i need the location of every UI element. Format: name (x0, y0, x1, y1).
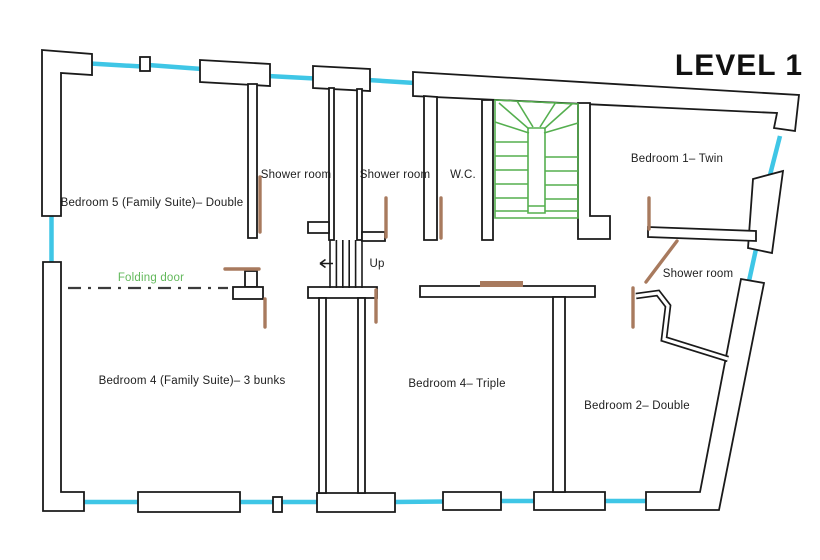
wall-stair-corridor-upper-right (356, 88, 363, 241)
up-arrow-icon (319, 258, 333, 269)
wall-bottom-segment-1 (137, 491, 241, 513)
page-title: LEVEL 1 (674, 49, 804, 82)
up-label: Up (369, 258, 385, 270)
wall-top-segment-1 (199, 59, 271, 87)
wall-stairwell-right (577, 102, 611, 240)
wall-bottom-footing-center (316, 492, 396, 513)
window-top-4 (367, 77, 416, 86)
folding-door-label: Folding door (117, 272, 185, 284)
wall-bottom-segment-2 (442, 491, 502, 511)
room-label-shower2: Shower room (359, 169, 431, 181)
door-lines (223, 175, 679, 329)
stair-treads-right (545, 156, 578, 212)
wall-top-segment-2 (312, 65, 371, 92)
wall-shower3-zigzag-inner (635, 291, 729, 361)
black-staircase (319, 240, 363, 288)
room-label-bedroom4-triple: Bedroom 4– Triple (408, 378, 506, 390)
wall-bottom-footing-right (533, 491, 606, 511)
wall-mullion-top (139, 56, 151, 72)
room-label-bedroom2: Bedroom 2– Double (584, 400, 690, 412)
wall-top-long (412, 71, 800, 133)
room-label-shower3: Shower room (662, 268, 734, 280)
window-bottom-4 (392, 499, 446, 505)
room-label-wc: W.C. (450, 169, 476, 181)
wall-stair-landing (307, 286, 378, 299)
wall-shower3-zigzag-outer (635, 289, 729, 363)
wall-mullion-bottom (272, 496, 283, 513)
wall-left-lower (42, 261, 85, 512)
room-label-bedroom1: Bedroom 1– Twin (630, 153, 724, 165)
room-label-bedroom5: Bedroom 5 (Family Suite)– Double (60, 197, 244, 209)
wall-corridor-lower-left (318, 297, 327, 494)
wall-stairwell-left (481, 99, 494, 241)
wall-bedroom2-divider (552, 296, 566, 493)
stair-outline (494, 99, 579, 219)
room-label-bedroom4-family: Bedroom 4 (Family Suite)– 3 bunks (98, 375, 286, 387)
wall-bedroom4-triple-top (419, 285, 596, 298)
window-top-2 (147, 62, 203, 72)
green-staircase (494, 99, 579, 219)
room-label-shower1: Shower room (260, 169, 332, 181)
stair-spine (527, 127, 546, 214)
window-top-1 (89, 61, 143, 69)
window-top-3 (267, 73, 316, 81)
wall-stair-corridor-upper-left (328, 87, 335, 241)
wall-stub-left (307, 221, 330, 234)
window-right-1 (767, 135, 783, 176)
wall-bedroom5-divider (247, 83, 258, 239)
wall-pedestal-base (232, 286, 264, 300)
wall-corridor-lower-right (357, 297, 366, 494)
stair-winders (494, 100, 579, 134)
door-bedroom1-swing (644, 239, 679, 284)
wall-bedroom1-lower (647, 226, 757, 242)
stair-treads-left (495, 141, 528, 212)
wall-pedestal-column (244, 270, 258, 288)
interior-walls (232, 83, 757, 494)
wall-stub-right (361, 231, 386, 242)
wall-wc-left (423, 95, 438, 241)
wall-right-lower (645, 277, 766, 511)
wall-top-left-corner (41, 49, 93, 217)
window-right-2 (746, 248, 759, 282)
window-lines (49, 61, 783, 505)
